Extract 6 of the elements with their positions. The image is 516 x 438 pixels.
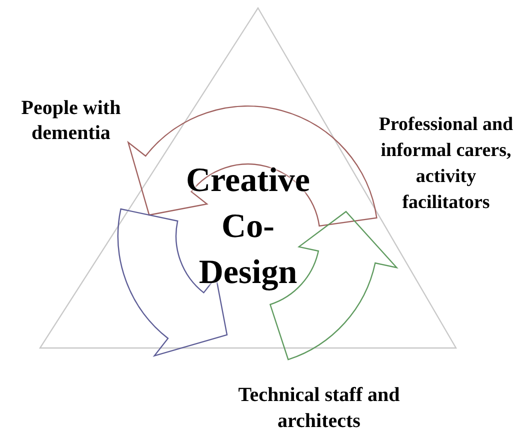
stakeholder-label: Professional and informal carers, activity facilitators bbox=[378, 113, 514, 215]
curved-block-arrow bbox=[270, 211, 398, 360]
curved-block-arrow bbox=[117, 208, 228, 356]
stakeholder-label: People with dementia bbox=[20, 96, 122, 146]
stakeholder-label: Technical staff and architects bbox=[237, 383, 401, 434]
curved-block-arrow bbox=[128, 106, 378, 227]
